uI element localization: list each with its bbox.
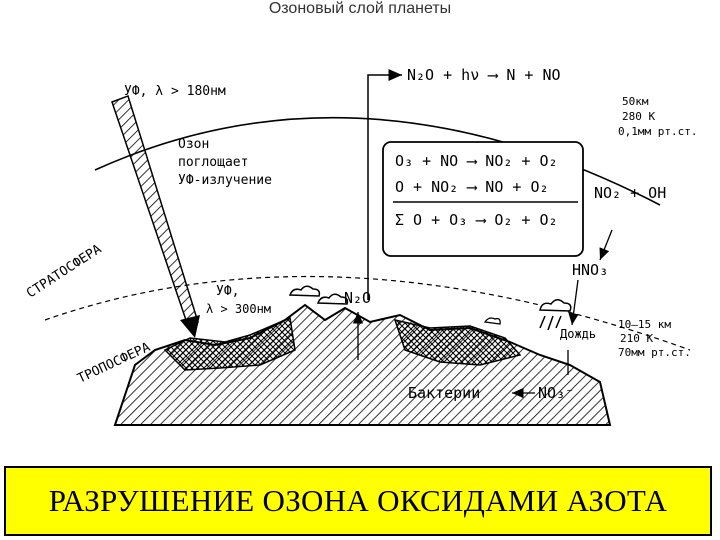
bacteria-label: Бактерии	[408, 384, 480, 402]
tropopause-arc	[44, 275, 691, 351]
caption-text: РАЗРУШЕНИЕ ОЗОНА ОКСИДАМИ АЗОТА	[48, 483, 668, 518]
rain-drops	[539, 315, 562, 331]
bottom-param-altitude: 10–15 км	[618, 318, 671, 331]
reaction-2: O + NO₂ ⟶ NO + O₂	[395, 178, 549, 196]
forest-right	[393, 318, 522, 366]
top-param-altitude: 50км	[622, 95, 649, 108]
reaction-sum: Σ O + O₃ ⟶ O₂ + O₂	[395, 211, 558, 229]
hno3-arrow	[599, 229, 613, 261]
uv-bottom-label-2: λ > 300нм	[206, 302, 271, 316]
stratosphere-label: СТРАТОСФЕРА	[24, 242, 105, 302]
uv-bottom-label-1: УФ,	[216, 284, 239, 299]
n2o-ground-label: N₂O	[344, 289, 371, 307]
reaction-box	[382, 141, 584, 257]
hno3-label: HNO₃	[572, 261, 608, 279]
n2o-photolysis-reaction: N₂O + hν ⟶ N + NO	[407, 66, 561, 84]
ozone-label-3: УФ-излучение	[178, 173, 272, 188]
page-title: Озоновый слой планеты	[268, 0, 452, 17]
rain-label: Дождь	[560, 327, 596, 341]
no2-oh-label: NO₂ + OH	[594, 184, 666, 202]
bottom-param-temperature: 210 К	[620, 332, 653, 345]
top-param-temperature: 280 К	[622, 110, 655, 123]
uv-arrow	[111, 95, 200, 338]
caption-banner: РАЗРУШЕНИЕ ОЗОНА ОКСИДАМИ АЗОТА	[4, 466, 712, 536]
n2o-up-arrow	[367, 69, 402, 300]
no3-label: NO₃⁻	[538, 384, 574, 402]
forest-left	[163, 316, 296, 371]
cloud-icon	[288, 285, 572, 312]
rain-arrow	[568, 279, 579, 326]
reaction-1: O₃ + NO ⟶ NO₂ + O₂	[395, 152, 558, 170]
ozone-label-2: поглощает	[178, 155, 248, 170]
ozone-diagram: УФ, λ > 180нм Озон поглощает УФ-излучени…	[24, 66, 697, 426]
bottom-param-pressure: 70мм рт.ст.	[618, 346, 691, 359]
ozone-label-1: Озон	[178, 137, 209, 152]
top-param-pressure: 0,1мм рт.ст.	[618, 125, 697, 138]
small-cloud	[483, 317, 501, 325]
uv-top-label: УФ, λ > 180нм	[124, 84, 226, 99]
